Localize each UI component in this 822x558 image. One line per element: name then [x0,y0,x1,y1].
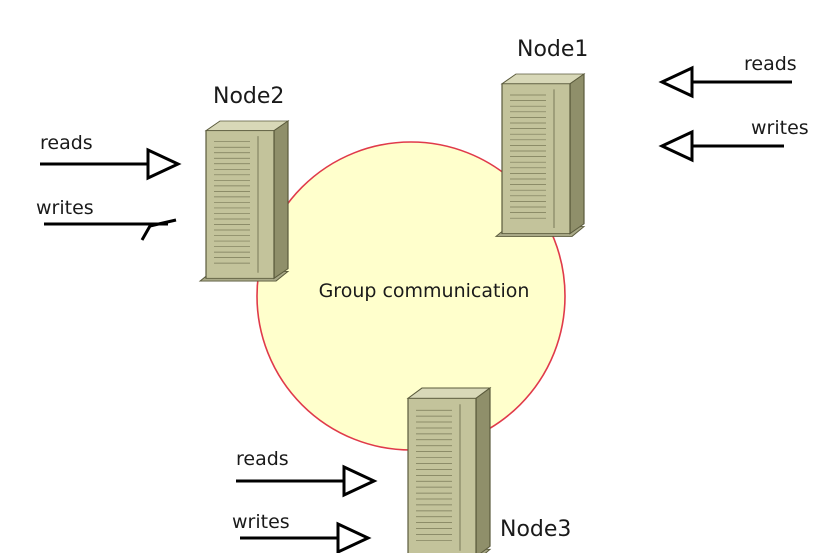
node2-writes-arrow [44,218,177,241]
node3-writes-arrow [240,521,372,555]
node3-label: Node3 [500,517,571,542]
node3-writes-label: writes [232,511,290,533]
node1-reads-arrow [658,65,792,99]
node2-reads-arrow [40,147,182,181]
node2-writes-label: writes [36,197,94,219]
node2-reads-label: reads [40,132,93,154]
node2-label: Node2 [213,84,284,109]
node1-server-icon [495,73,585,237]
node1-reads-label: reads [744,53,797,75]
node3-reads-label: reads [236,448,289,470]
node1-writes-arrow [658,129,784,163]
center-label: Group communication [319,280,530,302]
node3-server-icon [401,387,491,558]
node2-server-icon [199,120,289,282]
node3-reads-arrow [236,464,378,498]
node1-label: Node1 [517,37,588,62]
node1-writes-label: writes [751,117,809,139]
